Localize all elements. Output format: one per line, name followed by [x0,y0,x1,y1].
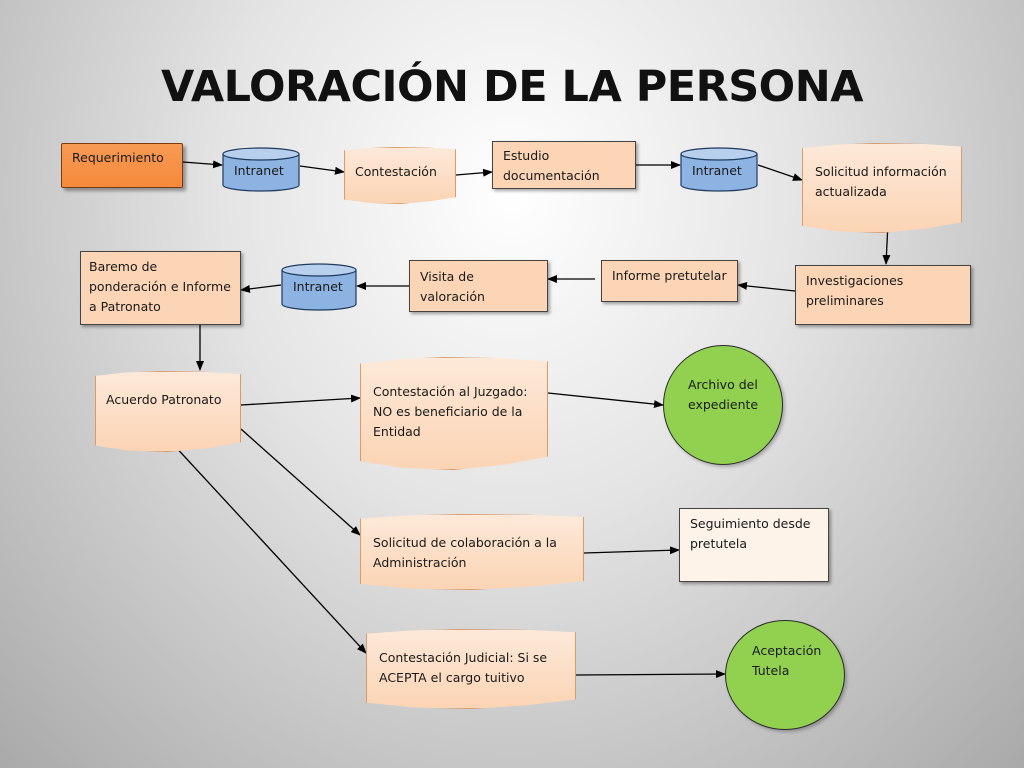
node-investigaciones-preliminares[interactable]: Investigaciones preliminares [795,265,971,325]
node-seguimiento-pretutela[interactable]: Seguimiento desde pretutela [679,508,829,582]
node-solicitud-informacion-label: Solicitud información actualizada [815,164,947,199]
arrow-intranet-solicitud [757,164,803,181]
node-intranet-1-label: Intranet [234,163,284,178]
database-icon [281,263,357,311]
node-solicitud-informacion[interactable]: Solicitud información actualizada [802,143,962,233]
node-aceptacion-tutela[interactable]: Aceptación Tutela [725,620,845,730]
arrow-acuerdo-colaboracion [240,428,361,536]
node-archivo-expediente[interactable]: Archivo del expediente [663,345,783,465]
node-investigaciones-preliminares-label: Investigaciones preliminares [806,273,904,308]
node-contestacion-judicial-label: Contestación Judicial: Si se ACEPTA el c… [379,650,548,685]
node-visita-valoracion[interactable]: Visita de valoración [409,260,548,312]
node-requerimiento[interactable]: Requerimiento [61,143,183,188]
node-requerimiento-label: Requerimiento [72,150,164,165]
node-baremo[interactable]: Baremo de ponderación e Informe a Patron… [80,251,241,325]
node-intranet-2[interactable]: Intranet [680,147,759,192]
database-icon [222,147,300,192]
node-acuerdo-patronato[interactable]: Acuerdo Patronato [95,371,241,452]
node-informe-pretutelar[interactable]: Informe pretutelar [601,260,738,302]
arrow-contestacion-estudio [455,168,493,177]
node-intranet-3[interactable]: Intranet [281,263,357,311]
node-informe-pretutelar-label: Informe pretutelar [612,268,727,283]
node-intranet-1[interactable]: Intranet [222,147,301,192]
node-archivo-expediente-label: Archivo del expediente [688,377,759,412]
arrow-investigaciones-informe [737,281,796,292]
arrow-judicial-aceptacion [575,670,726,679]
arrow-acuerdo-juzgado [240,394,361,406]
slide-title: VALORACIÓN DE LA PERSONA [161,62,864,112]
node-acuerdo-patronato-label: Acuerdo Patronato [106,392,222,407]
node-estudio-documentacion[interactable]: Estudio documentación [492,141,636,189]
arrow-requerimiento-intranet [182,160,223,169]
node-contestacion-label: Contestación [355,164,437,179]
arrow-colaboracion-seguimiento [583,546,680,555]
node-contestacion-judicial[interactable]: Contestación Judicial: Si se ACEPTA el c… [366,629,576,709]
node-baremo-label: Baremo de ponderación e Informe a Patron… [89,259,231,314]
arrow-intranet-contestacion [299,165,345,175]
node-contestacion-juzgado-label: Contestación al Juzgado: NO es beneficia… [373,384,528,439]
node-solicitud-colaboracion[interactable]: Solicitud de colaboración a la Administr… [360,514,584,590]
arrow-juzgado-archivo [547,392,664,409]
node-visita-valoracion-label: Visita de valoración [420,269,485,304]
arrow-acuerdo-judicial [171,442,367,654]
arrow-intranet-baremo [240,284,282,293]
node-intranet-2-label: Intranet [692,163,742,178]
node-seguimiento-pretutela-label: Seguimiento desde pretutela [690,516,811,551]
node-aceptacion-tutela-label: Aceptación Tutela [752,643,822,678]
node-estudio-documentacion-label: Estudio documentación [503,148,600,183]
node-contestacion-juzgado[interactable]: Contestación al Juzgado: NO es beneficia… [360,357,548,470]
node-contestacion[interactable]: Contestación [344,147,456,204]
node-intranet-3-label: Intranet [293,279,343,294]
node-solicitud-colaboracion-label: Solicitud de colaboración a la Administr… [373,535,557,570]
database-icon [680,147,758,192]
